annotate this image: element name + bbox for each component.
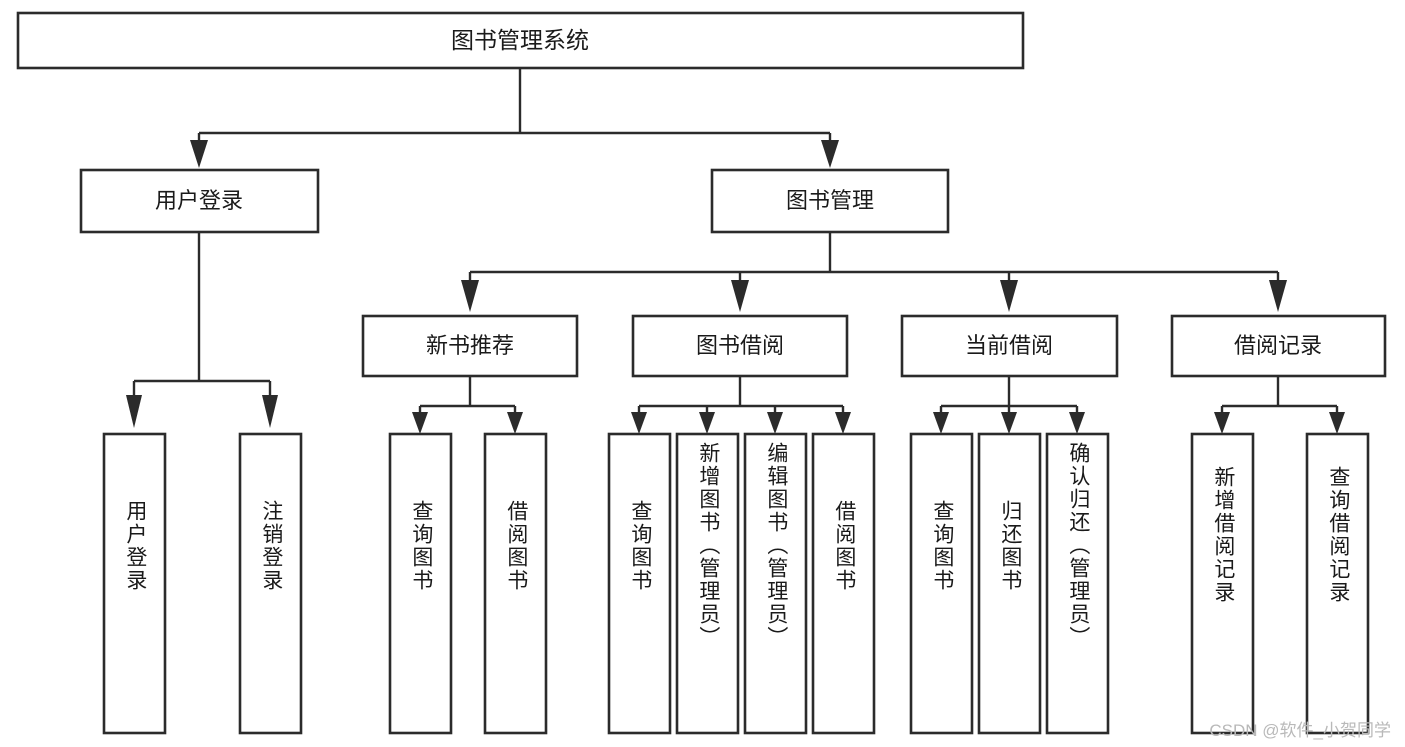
node-box-leaf-return-book[interactable] bbox=[977, 432, 1042, 735]
node-box-leaf-borrow-book-1[interactable] bbox=[483, 432, 548, 735]
node-box-leaf-confirm-return[interactable] bbox=[1045, 432, 1110, 735]
arrow-head-leaf-return-book bbox=[1001, 412, 1017, 434]
node-box-current-borrow bbox=[900, 314, 1119, 378]
arrow-head-book-borrow bbox=[731, 280, 749, 312]
node-label-current-borrow: 当前借阅 bbox=[965, 333, 1053, 358]
node-box-new-book-recommend bbox=[361, 314, 579, 378]
arrow-head-leaf-query-book-1 bbox=[412, 412, 428, 434]
connector-group-new-book-recommend bbox=[412, 376, 523, 434]
node-label-root: 图书管理系统 bbox=[451, 27, 589, 53]
arrow-head-leaf-query-record bbox=[1329, 412, 1345, 434]
arrow-head-leaf-add-book bbox=[699, 412, 715, 434]
node-box-leaf-query-record[interactable] bbox=[1305, 432, 1370, 735]
node-book-management[interactable]: 图书管理 bbox=[710, 168, 950, 234]
node-book-management-system[interactable]: 图书管理系统 bbox=[16, 11, 1025, 70]
node-box-borrow-record bbox=[1170, 314, 1387, 378]
arrow-head-user-login bbox=[190, 140, 208, 168]
node-label-book-management: 图书管理 bbox=[786, 188, 874, 213]
node-box-leaf-edit-book[interactable] bbox=[743, 432, 808, 735]
node-label-new-book-recommend: 新书推荐 bbox=[426, 333, 514, 358]
node-label-user-login: 用户登录 bbox=[155, 188, 243, 213]
connector-group-current-borrow bbox=[933, 376, 1085, 434]
node-borrow-record[interactable]: 借阅记录 bbox=[1170, 314, 1387, 378]
arrow-head-new-book-recommend bbox=[461, 280, 479, 312]
connector-group-book-management bbox=[461, 233, 1287, 312]
node-box-book-borrow bbox=[631, 314, 849, 378]
node-new-book-recommend[interactable]: 新书推荐 bbox=[361, 314, 579, 378]
arrow-head-leaf-add-record bbox=[1214, 412, 1230, 434]
node-box-user-login bbox=[79, 168, 320, 234]
arrow-head-leaf-borrow-book-2 bbox=[835, 412, 851, 434]
node-box-leaf-borrow-book-2[interactable] bbox=[811, 432, 876, 735]
node-label-borrow-record: 借阅记录 bbox=[1234, 333, 1322, 358]
arrow-head-current-borrow bbox=[1000, 280, 1018, 312]
connector-group-user-login bbox=[126, 233, 278, 428]
node-label-book-borrow: 图书借阅 bbox=[696, 333, 784, 358]
connector-group-borrow-record bbox=[1214, 376, 1345, 434]
node-current-borrow[interactable]: 当前借阅 bbox=[900, 314, 1119, 378]
arrow-head-leaf-logout-login bbox=[262, 395, 278, 428]
node-box-leaf-query-book-1[interactable] bbox=[388, 432, 453, 735]
node-box-leaf-add-record[interactable] bbox=[1190, 432, 1255, 735]
arrow-head-borrow-record bbox=[1269, 280, 1287, 312]
node-box-leaf-logout-login[interactable] bbox=[238, 432, 303, 735]
connector-group-root bbox=[190, 68, 839, 168]
arrow-head-leaf-borrow-book-1 bbox=[507, 412, 523, 434]
node-box-leaf-add-book[interactable] bbox=[675, 432, 740, 735]
node-box-leaf-query-book-3[interactable] bbox=[909, 432, 974, 735]
node-user-login[interactable]: 用户登录 bbox=[79, 168, 320, 234]
arrow-head-leaf-edit-book bbox=[767, 412, 783, 434]
arrow-head-leaf-confirm-return bbox=[1069, 412, 1085, 434]
arrow-head-leaf-query-book-2 bbox=[631, 412, 647, 434]
arrow-head-book-management bbox=[821, 140, 839, 168]
node-box-leaf-user-login[interactable] bbox=[102, 432, 167, 735]
node-box-book-management bbox=[710, 168, 950, 234]
connector-group-book-borrow bbox=[631, 376, 851, 434]
node-box-root bbox=[16, 11, 1025, 70]
node-box-leaf-query-book-2[interactable] bbox=[607, 432, 672, 735]
arrow-head-leaf-user-login bbox=[126, 395, 142, 428]
arrow-head-leaf-query-book-3 bbox=[933, 412, 949, 434]
leaf-boxes bbox=[102, 432, 1370, 735]
node-book-borrow[interactable]: 图书借阅 bbox=[631, 314, 849, 378]
